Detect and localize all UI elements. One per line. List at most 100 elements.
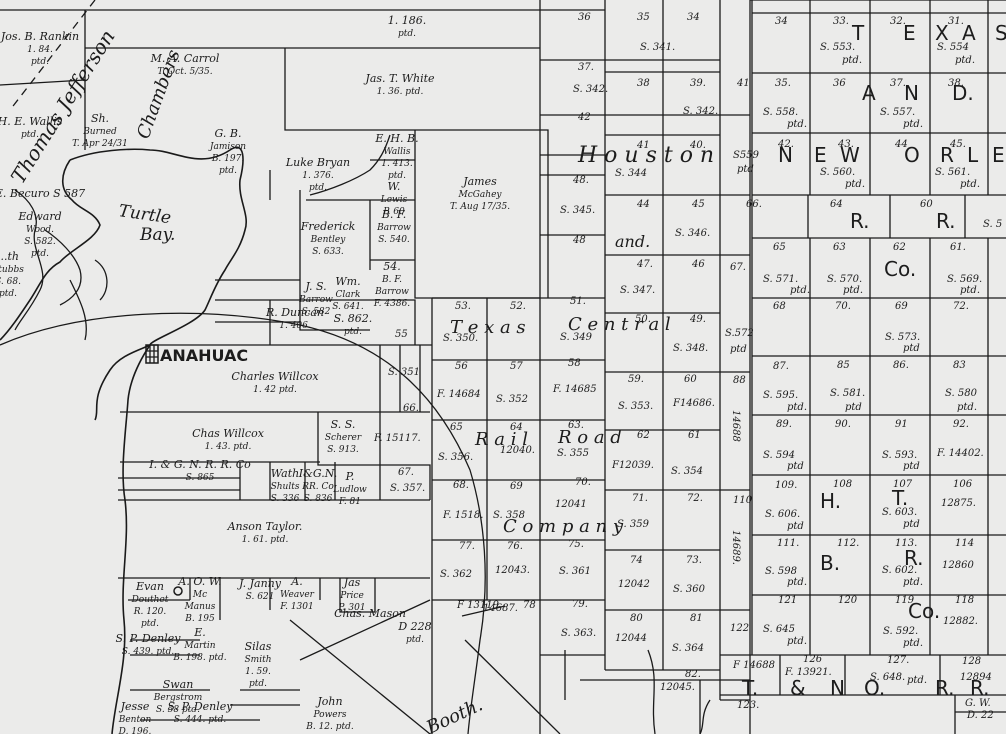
- section-number: 12042: [618, 579, 650, 590]
- section-number: ptd: [845, 402, 862, 413]
- section-number: 79.: [572, 599, 588, 610]
- section-number: 107: [893, 479, 913, 490]
- owner-d228: D 228: [397, 620, 431, 633]
- owner-benton: D. 196.: [118, 727, 152, 734]
- owner-luke-bryan: ptd.: [309, 183, 327, 193]
- section-number: 56: [455, 361, 468, 372]
- section-number: 43.: [837, 139, 854, 150]
- owner-ludlow: F. 81: [338, 497, 361, 507]
- owner-denley-sp: S. P. Denley: [116, 632, 182, 645]
- railroad-letter: Co.: [884, 257, 916, 281]
- section-number: 83: [953, 360, 966, 371]
- section-number: 70.: [575, 477, 591, 488]
- owner-anson-taylor: Anson Taylor.: [227, 520, 303, 533]
- section-number: 127.: [887, 655, 909, 666]
- section-number: ptd: [903, 519, 920, 530]
- owner-wood: Wood.: [26, 225, 54, 235]
- owner-rankin: Jos. B. Rankin: [0, 30, 79, 43]
- railroad-letter: T.: [891, 486, 908, 510]
- railroad-letter: A: [962, 21, 976, 45]
- owner-jamison: ptd.: [219, 166, 237, 176]
- owner-jamison: G. B.: [215, 127, 242, 140]
- owner-rankin: 1. 84.: [27, 45, 53, 55]
- section-number: S. 353.: [618, 401, 653, 412]
- owner-wallis-ehb: 1. 413.: [381, 159, 413, 169]
- section-number: ptd: [903, 461, 920, 472]
- owner-s862: ptd.: [344, 327, 362, 337]
- section-number: 73.: [686, 555, 702, 566]
- owner-parcel-1186: 1. 186.: [388, 14, 426, 27]
- owner-mcmanus: Mc: [192, 590, 207, 600]
- section-number: ptd.: [787, 119, 807, 130]
- railroad-letter: E: [903, 21, 916, 45]
- section-number: S. 342.: [683, 106, 718, 117]
- section-number: 50.: [635, 314, 651, 325]
- railroad-letter: O: [904, 143, 920, 167]
- section-number: 72.: [687, 493, 703, 504]
- railroad-letter: R.: [970, 676, 990, 700]
- section-number: S. 362: [440, 569, 472, 580]
- owner-martin: B. 198. ptd.: [172, 653, 226, 663]
- section-number: 128: [962, 656, 981, 667]
- section-number: 14687.: [483, 603, 518, 614]
- section-number: S. 581.: [830, 388, 865, 399]
- section-number: 41: [736, 78, 750, 89]
- section-number: S. 558.: [763, 107, 798, 118]
- section-number: ptd.: [903, 119, 923, 130]
- owner-benton: Jesse: [119, 700, 150, 713]
- section-number: 68: [773, 301, 786, 312]
- section-number: F 14688: [732, 660, 775, 671]
- section-number: 80: [630, 613, 643, 624]
- section-number: ptd.: [903, 577, 923, 588]
- owner-mcgahey: James: [461, 175, 497, 188]
- owner-janny: J. Janny: [237, 577, 282, 590]
- section-number: 52.: [510, 301, 526, 312]
- section-number: 91: [895, 419, 908, 430]
- section-number: ptd: [787, 461, 804, 472]
- owner-benton: Benton: [118, 715, 152, 725]
- section-number: 45.: [949, 139, 966, 150]
- section-number: 62: [893, 242, 906, 253]
- section-number: 109.: [775, 480, 797, 491]
- section-number: 65: [450, 422, 463, 433]
- section-number: ptd.: [907, 675, 927, 686]
- owner-denley-sp2: S. P. Denley: [168, 700, 234, 713]
- railroad-letter: X: [935, 21, 949, 45]
- grid-lines-central: [431, 0, 751, 734]
- owner-silas-smith: Silas: [245, 640, 272, 653]
- owner-chas-mason: Chas. Mason: [334, 607, 406, 620]
- owner-bentley: Bentley: [310, 235, 347, 245]
- section-number: S. 573.: [885, 332, 920, 343]
- owner-burned: Sh.: [91, 112, 109, 125]
- section-number: S. 603.: [882, 507, 917, 518]
- section-number: 37.: [890, 78, 906, 89]
- owner-jas-price: P. 301: [337, 603, 365, 613]
- section-number: 64: [830, 199, 843, 210]
- section-number: 12882.: [943, 616, 978, 627]
- section-number: S. 360: [673, 584, 706, 595]
- section-number: F. 14402.: [936, 448, 984, 459]
- section-number: 59.: [628, 374, 644, 385]
- section-number: S. 348.: [673, 343, 708, 354]
- section-number: ptd.: [955, 55, 975, 66]
- owner-martin: Martin: [183, 641, 215, 651]
- section-number: 48: [572, 235, 586, 246]
- section-number: 31.: [948, 16, 964, 27]
- section-number: 71.: [632, 493, 648, 504]
- section-number: 45: [691, 199, 705, 210]
- owner-ignrr2: I&G.N.: [298, 467, 337, 480]
- railroad-letter: H.: [820, 489, 841, 513]
- owner-powers: B. 12. ptd.: [305, 722, 354, 732]
- section-number: 122: [730, 623, 749, 634]
- section-number: F. 15117.: [373, 433, 421, 444]
- railroad-letter: N: [778, 143, 793, 167]
- centre-marker-icon: [173, 586, 183, 596]
- label-jefferson: Thomas Jefferson: [6, 25, 120, 187]
- railroad-letter: T.: [741, 676, 758, 700]
- owner-barrow-js: Barrow: [298, 295, 333, 305]
- owner-powers: Powers: [312, 710, 346, 720]
- section-number: 44: [636, 199, 650, 210]
- owner-barrow-54: Barrow: [374, 287, 409, 297]
- section-number: ptd.: [960, 285, 980, 296]
- owner-ludlow: P.: [345, 470, 355, 483]
